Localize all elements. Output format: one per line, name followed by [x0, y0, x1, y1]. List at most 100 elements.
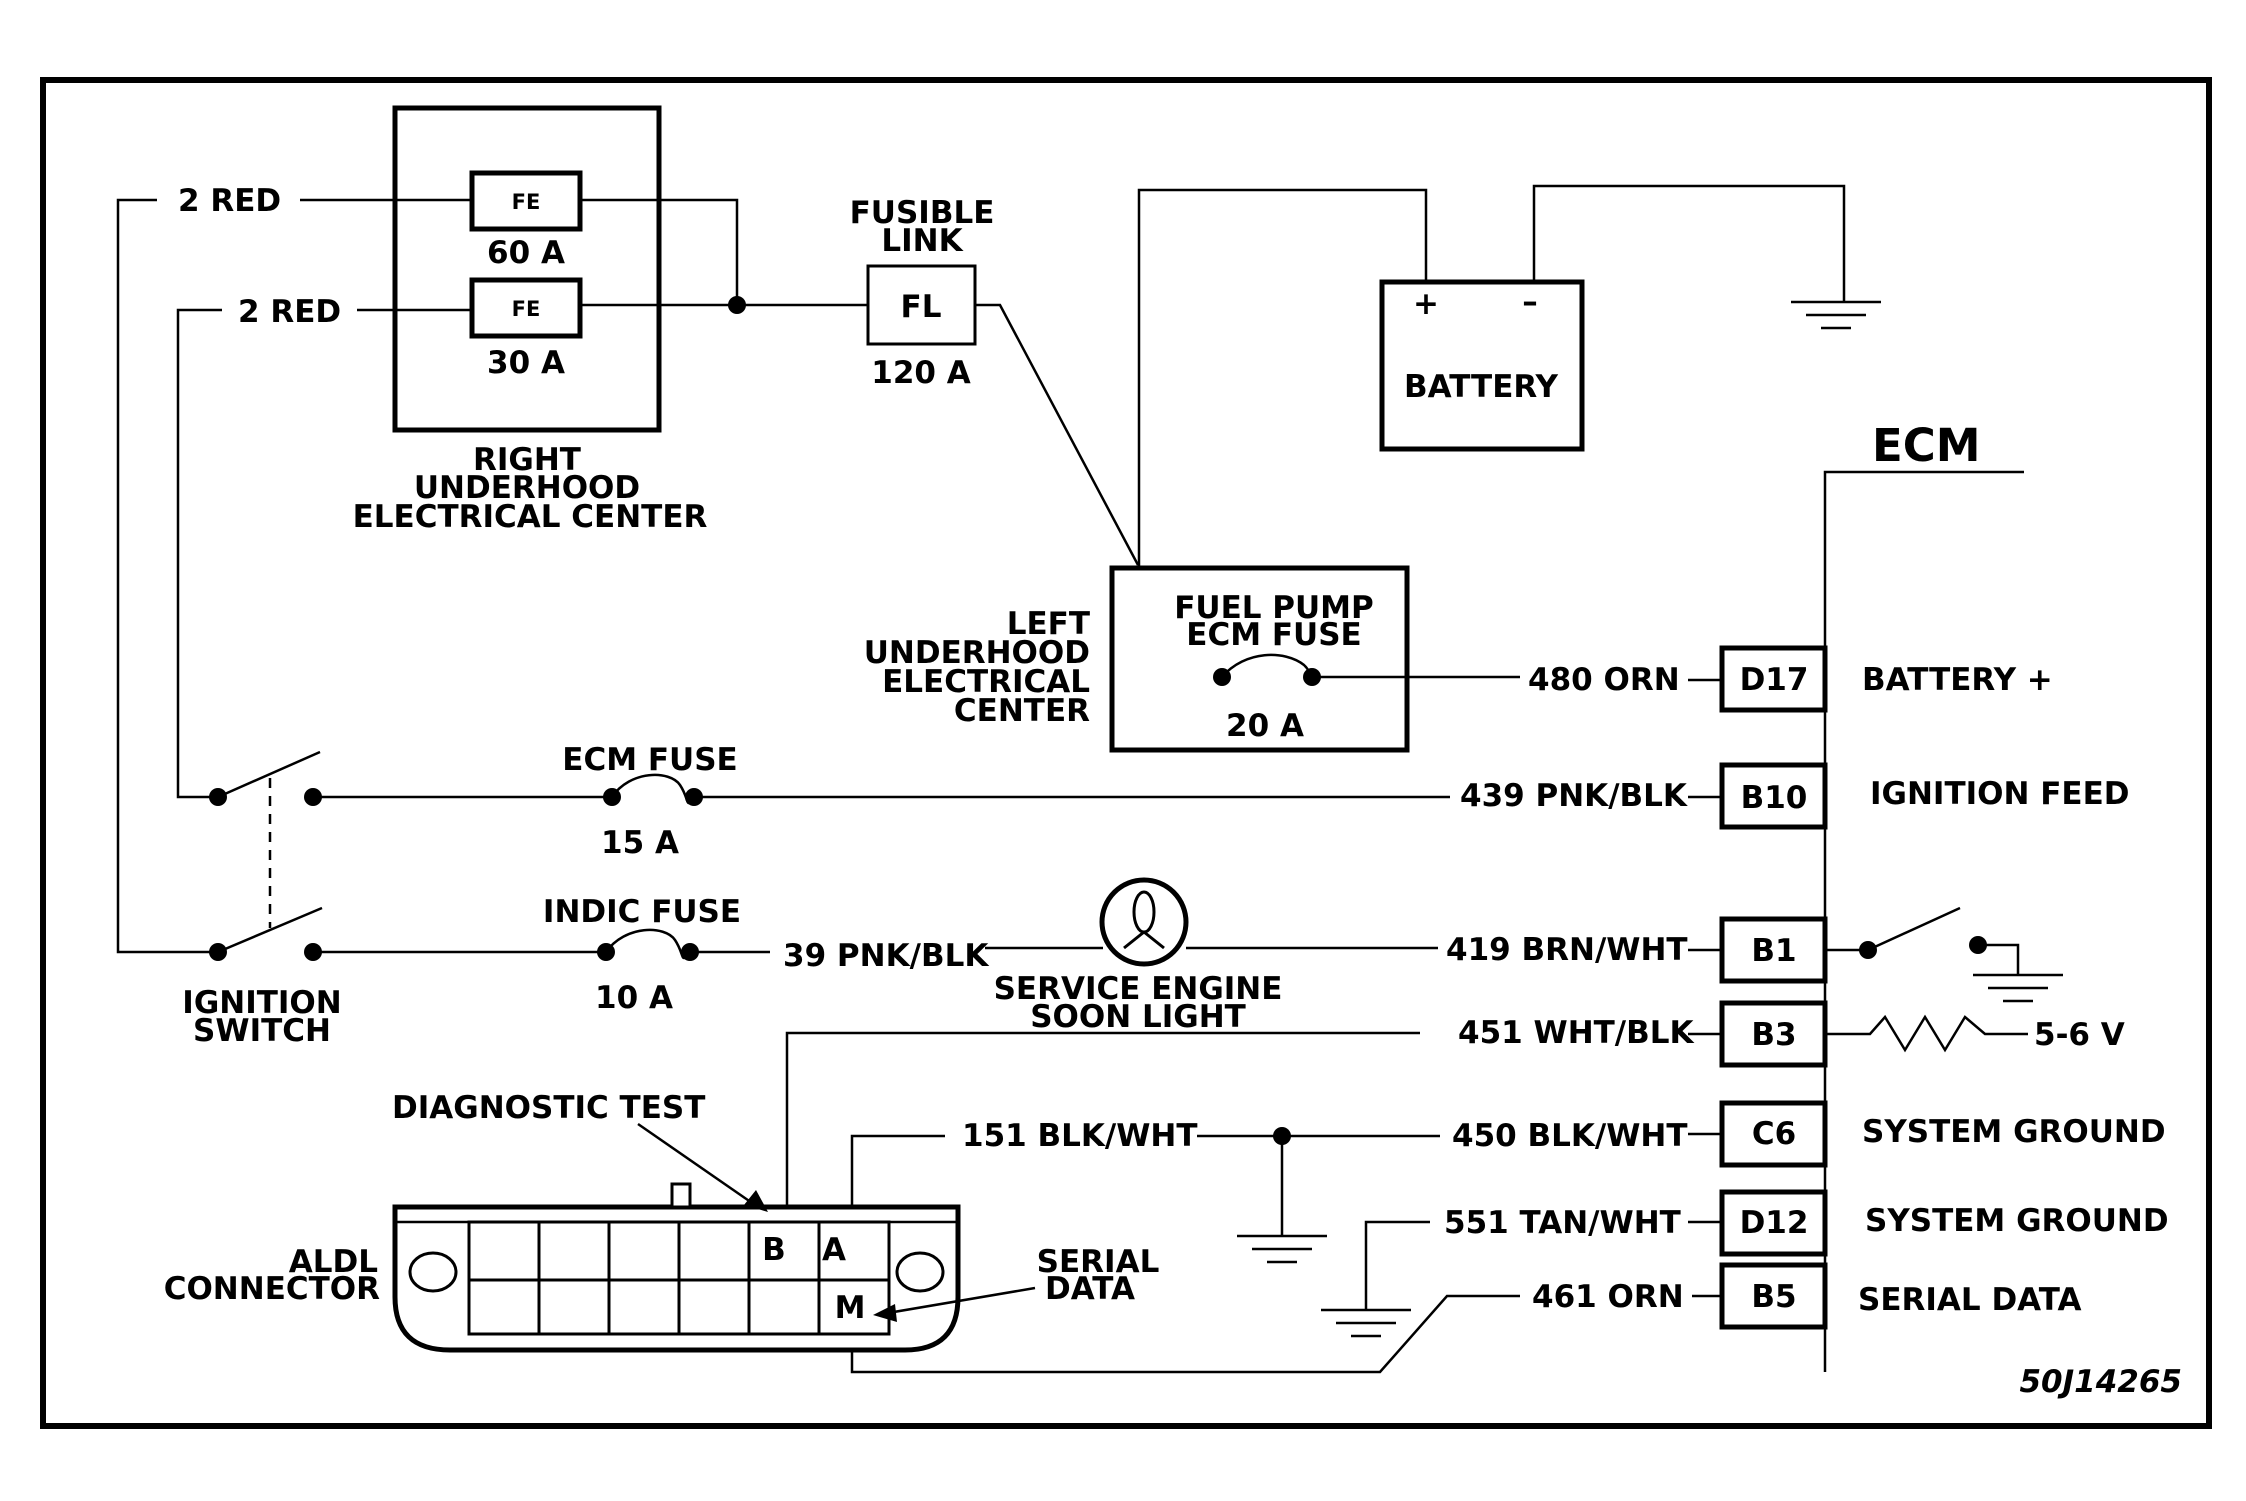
- right-center-label-2: UNDERHOOD: [414, 470, 640, 506]
- aldl-mount-hole-left: [408, 1251, 458, 1293]
- wire-label-450-blk-wht: 450 BLK/WHT: [1452, 1118, 1688, 1154]
- ecm-bus: [1823, 470, 2024, 1372]
- wire-label-419-brn-wht: 419 BRN/WHT: [1446, 932, 1688, 968]
- diagnostic-test-arrow: [744, 1190, 768, 1212]
- resistor-icon: [1825, 1014, 2028, 1053]
- figure-id: 50J14265: [2019, 1364, 2182, 1400]
- wire-label-2-red-bottom: 2 RED: [238, 294, 341, 330]
- serial-data-arrow: [873, 1304, 897, 1322]
- wire-fuse-60a-out: [580, 198, 739, 305]
- aldl-cavity-grid: [467, 1220, 891, 1336]
- fusible-link: [866, 264, 977, 346]
- ecm-function-serial-data: SERIAL DATA: [1858, 1282, 2082, 1318]
- left-center-label-4: CENTER: [954, 693, 1090, 729]
- battery-minus-label: –: [1522, 284, 1538, 320]
- b1-switch-dot-left: [1859, 941, 1877, 959]
- left-center-label-3: ELECTRICAL: [882, 664, 1090, 700]
- ecm-pin-b5: B5: [1719, 1262, 1828, 1330]
- ecm-function-system-ground-c6: SYSTEM GROUND: [1862, 1114, 2166, 1150]
- ground-icon-b1: [1973, 973, 2063, 1003]
- fusible-link-title-2: LINK: [881, 223, 963, 259]
- serial-data-label-1: SERIAL: [1037, 1244, 1160, 1280]
- wire-label-451-wht-blk: 451 WHT/BLK: [1458, 1015, 1694, 1051]
- fusible-link-title-1: FUSIBLE: [850, 195, 995, 231]
- wire-2-red-top: [116, 198, 218, 954]
- fuse-30a: [469, 277, 583, 339]
- aldl-mount-hole-right: [895, 1251, 945, 1293]
- right-center-label-3: ELECTRICAL CENTER: [353, 499, 708, 535]
- ecm-pin-d17: D17: [1719, 645, 1828, 713]
- indic-fuse-element: [604, 928, 691, 960]
- svg-text:B5: B5: [1751, 1279, 1796, 1315]
- wire-451-wht-blk: [785, 1031, 1420, 1207]
- left-center-label-1: LEFT: [1007, 606, 1090, 642]
- aldl-key: [670, 1182, 692, 1209]
- right-center-label-1: RIGHT: [473, 442, 581, 478]
- svg-text:B10: B10: [1741, 780, 1808, 816]
- right-underhood-electrical-center: [392, 105, 662, 433]
- fuse-60a-tag: FE: [512, 190, 541, 214]
- serial-data-label-2: DATA: [1045, 1271, 1135, 1307]
- fuse-30a-tag: FE: [512, 297, 541, 321]
- ecm-function-battery-plus: BATTERY +: [1862, 662, 2053, 698]
- wire-label-551-tan-wht: 551 TAN/WHT: [1444, 1205, 1681, 1241]
- aldl-pin-b: B: [762, 1232, 786, 1268]
- fuse-60a-rating: 60 A: [487, 235, 565, 271]
- service-engine-soon-light-icon: [1099, 877, 1189, 967]
- fusible-link-tag: FL: [901, 289, 942, 325]
- ignition-switch-label-2: SWITCH: [193, 1013, 331, 1049]
- diagnostic-test-label: DIAGNOSTIC TEST: [392, 1090, 705, 1126]
- left-underhood-electrical-center: [1109, 565, 1410, 753]
- wire-461-orn: [850, 1294, 1520, 1374]
- wire-fusible-link-out: [975, 303, 1140, 566]
- ecm-function-system-ground-d12: SYSTEM GROUND: [1865, 1203, 2169, 1239]
- ignition-switch-contact-upper: [217, 750, 321, 799]
- wire-label-39-pnk-blk: 39 PNK/BLK: [783, 938, 989, 974]
- aldl-label-1: ALDL: [289, 1244, 378, 1280]
- wire-551-tan-wht: [1364, 1220, 1430, 1310]
- battery-plus-label: +: [1413, 286, 1439, 322]
- svg-text:D17: D17: [1740, 662, 1809, 698]
- svg-text:D12: D12: [1740, 1205, 1809, 1241]
- service-light-label-1: SERVICE ENGINE: [994, 971, 1283, 1007]
- fuel-pump-fuse-rating: 20 A: [1226, 708, 1304, 744]
- ignition-switch-contact-lower: [217, 906, 323, 954]
- aldl-pin-m: M: [835, 1290, 866, 1326]
- ecm-fuse-label: ECM FUSE: [562, 742, 737, 778]
- ecm-pin-b10: B10: [1719, 762, 1828, 830]
- wire-label-439-pnk-blk: 439 PNK/BLK: [1460, 778, 1688, 814]
- ecm-function-ignition-feed: IGNITION FEED: [1870, 776, 2130, 812]
- service-light-label-2: SOON LIGHT: [1030, 999, 1246, 1035]
- wire-label-151-blk-wht: 151 BLK/WHT: [962, 1118, 1198, 1154]
- wire-b1-ground: [1978, 943, 2020, 975]
- fuel-pump-fuse-title-1: FUEL PUMP: [1174, 590, 1374, 626]
- wire-label-2-red-top: 2 RED: [178, 183, 281, 219]
- wire-battery-negative: [1532, 184, 1846, 302]
- aldl-label-2: CONNECTOR: [164, 1271, 380, 1307]
- battery-label: BATTERY: [1404, 369, 1559, 405]
- wire-label-480-orn: 480 ORN: [1528, 662, 1680, 698]
- svg-text:B1: B1: [1751, 933, 1796, 969]
- ground-icon-151: [1237, 1234, 1327, 1264]
- fusible-link-rating: 120 A: [871, 355, 971, 391]
- wire-151-blk-wht: [850, 1134, 945, 1207]
- ecm-pin-b3: B3: [1719, 1000, 1828, 1068]
- left-center-label-2: UNDERHOOD: [864, 635, 1090, 671]
- ground-icon-551: [1321, 1308, 1411, 1338]
- ecm-pin-b1: B1: [1719, 916, 1828, 984]
- svg-text:B3: B3: [1751, 1017, 1796, 1053]
- ecm-pin-c6: C6: [1719, 1100, 1828, 1168]
- battery: [1379, 279, 1585, 452]
- ecm-fuse-rating: 15 A: [601, 825, 679, 861]
- diagnostic-test-leader: [637, 1122, 756, 1207]
- ecm-title: ECM: [1872, 419, 1981, 472]
- fuse-30a-rating: 30 A: [487, 345, 565, 381]
- indic-fuse-label: INDIC FUSE: [543, 894, 741, 930]
- wire-label-461-orn: 461 ORN: [1532, 1279, 1684, 1315]
- diagram-frame: [40, 77, 2212, 1429]
- ground-icon-battery: [1791, 300, 1881, 330]
- fuel-pump-fuse-title-2: ECM FUSE: [1186, 617, 1361, 653]
- indic-fuse-rating: 10 A: [595, 980, 673, 1016]
- ignition-switch-label-1: IGNITION: [182, 985, 341, 1021]
